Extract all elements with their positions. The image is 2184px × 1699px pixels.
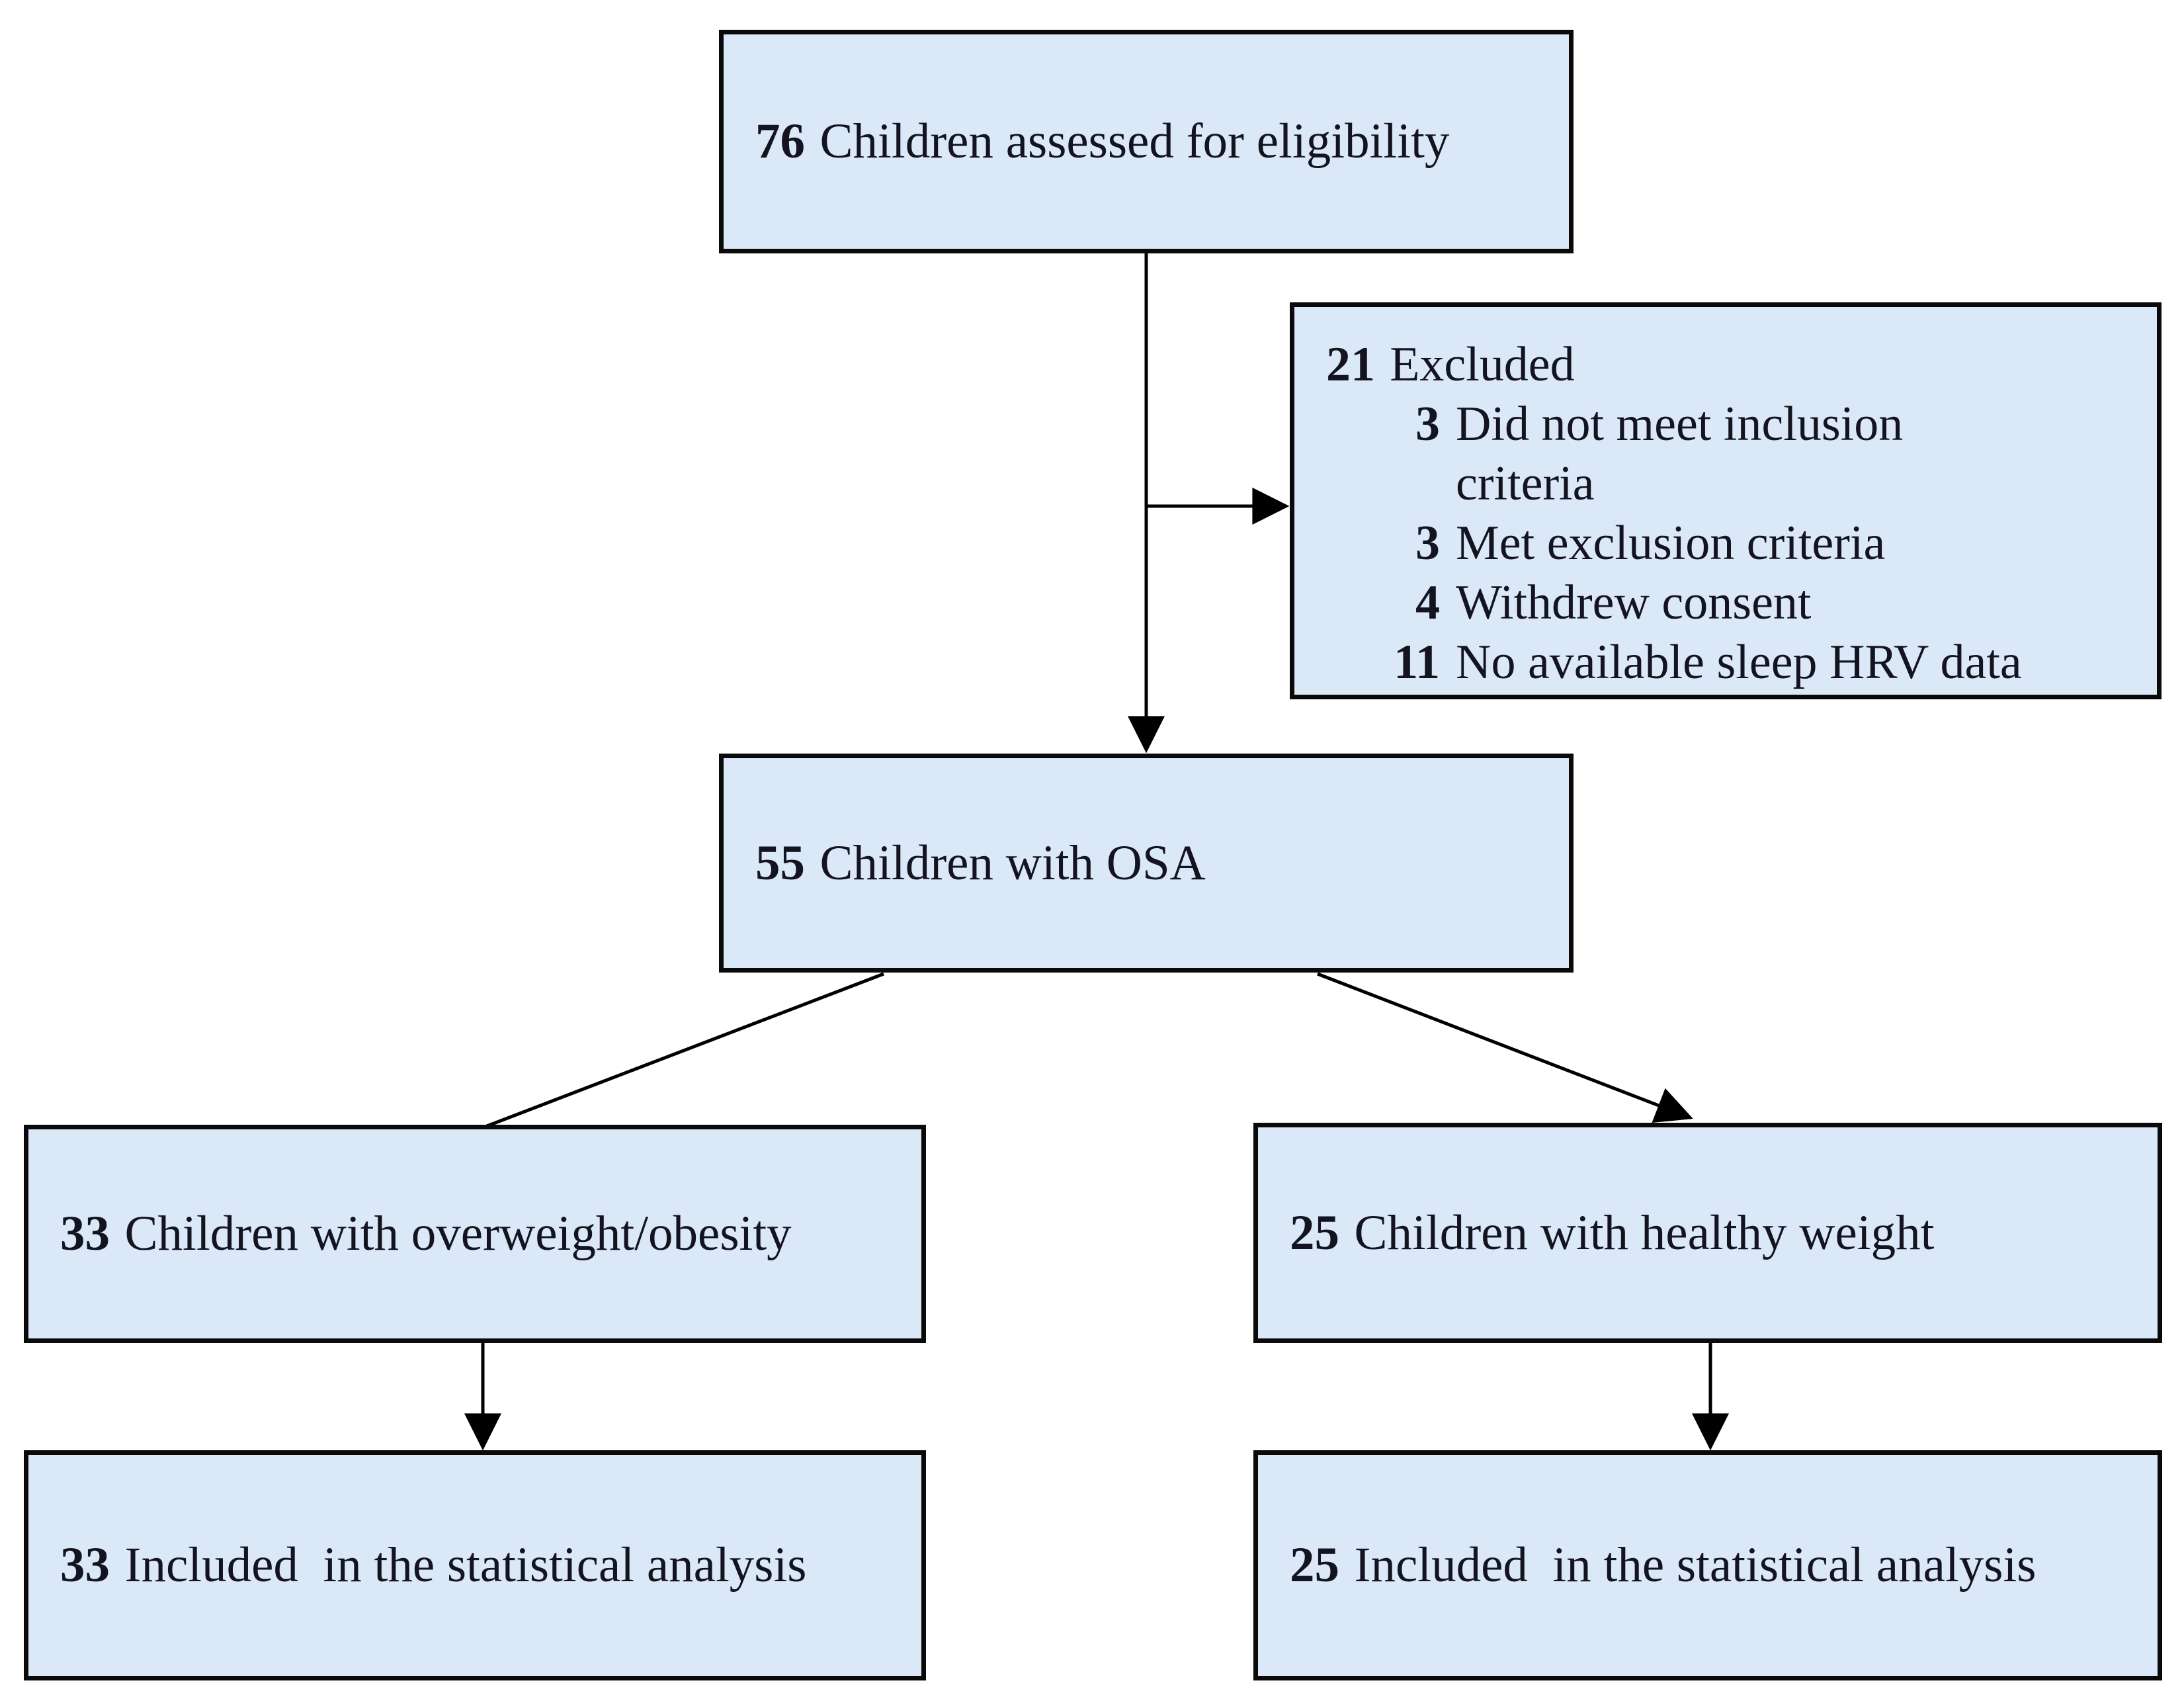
excluded-heading-row: 21 Excluded xyxy=(1326,335,2138,394)
excluded-box: 21 Excluded 3 Did not meet inclusion cri… xyxy=(1290,302,2162,699)
excluded-item-label: Withdrew consent xyxy=(1456,576,1812,630)
overweight-group-box: 33 Children with overweight/obesity xyxy=(24,1125,926,1343)
excluded-item: 11 No available sleep HRV data xyxy=(1326,632,2138,692)
overweight-analysis-count: 33 xyxy=(60,1538,110,1592)
healthy-label: Children with healthy weight xyxy=(1354,1205,1935,1260)
overweight-analysis-box: 33 Included in the statistical analysis xyxy=(24,1450,926,1680)
eligibility-count: 76 xyxy=(755,114,805,169)
excluded-item-count: 4 xyxy=(1415,576,1440,630)
healthy-count: 25 xyxy=(1290,1205,1339,1260)
healthy-weight-group-box: 25 Children with healthy weight xyxy=(1253,1123,2162,1343)
eligibility-label: Children assessed for eligibility xyxy=(819,114,1450,169)
excluded-item-count: 11 xyxy=(1394,635,1440,689)
healthy-analysis-count: 25 xyxy=(1290,1538,1339,1592)
osa-label: Children with OSA xyxy=(819,835,1206,891)
eligibility-box: 76 Children assessed for eligibility xyxy=(719,30,1574,253)
excluded-item-label: No available sleep HRV data xyxy=(1456,635,2022,689)
excluded-item: 3 Did not meet inclusion criteria xyxy=(1326,394,2138,513)
excluded-item-label: Met exclusion criteria xyxy=(1456,516,1886,570)
excluded-item: 4 Withdrew consent xyxy=(1326,573,2138,632)
excluded-count: 21 xyxy=(1326,337,1375,392)
excluded-item: 3 Met exclusion criteria xyxy=(1326,513,2138,573)
healthy-analysis-label: Included in the statistical analysis xyxy=(1354,1538,2037,1592)
osa-count: 55 xyxy=(755,835,805,891)
excluded-item-count: 3 xyxy=(1415,397,1440,451)
connector-osa-to-healthy xyxy=(1317,972,1693,1123)
connector-osa-to-overweight xyxy=(486,972,884,1128)
excluded-label: Excluded xyxy=(1390,337,1575,392)
excluded-item-label: Did not meet inclusion criteria xyxy=(1456,397,1904,511)
overweight-analysis-label: Included in the statistical analysis xyxy=(124,1538,807,1592)
overweight-label: Children with overweight/obesity xyxy=(124,1206,792,1261)
healthy-analysis-box: 25 Included in the statistical analysis xyxy=(1253,1450,2162,1680)
overweight-count: 33 xyxy=(60,1206,110,1261)
excluded-item-count: 3 xyxy=(1415,516,1440,570)
osa-box: 55 Children with OSA xyxy=(719,754,1574,973)
